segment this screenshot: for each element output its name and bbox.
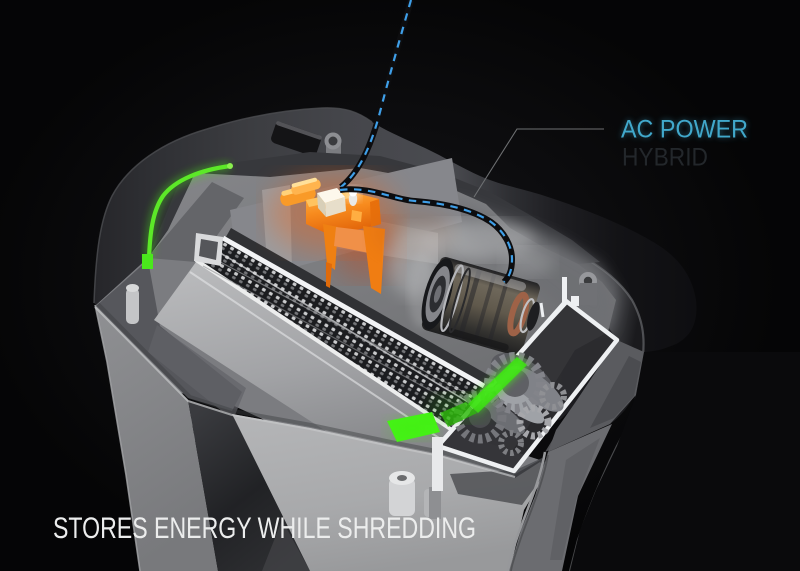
svg-text:AC POWER: AC POWER: [621, 116, 748, 144]
svg-text:STORES ENERGY WHILE SHREDDING: STORES ENERGY WHILE SHREDDING: [53, 512, 476, 545]
svg-text:HYBRID: HYBRID: [622, 144, 708, 172]
svg-text:AC POWER: AC POWER: [621, 116, 748, 144]
